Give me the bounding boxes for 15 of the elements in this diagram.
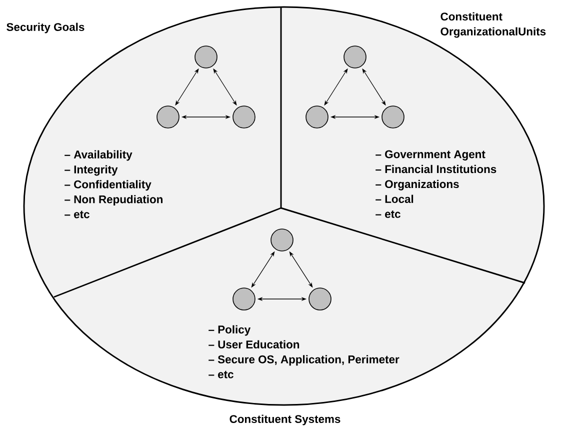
bullet-list: – Government Agent – Financial Institutions – Organizations – Local – etc	[376, 150, 496, 218]
section-heading: Constituent OrganizationalUnits	[440, 12, 546, 38]
circle	[232, 288, 256, 310]
circle	[344, 46, 366, 68]
section-heading: Constituent Systems	[230, 414, 340, 426]
circle	[382, 106, 404, 128]
section-heading: Security Goals	[6, 22, 84, 34]
circle	[306, 106, 328, 128]
circle	[232, 106, 256, 128]
circle	[270, 228, 294, 252]
circle	[156, 106, 180, 128]
circle	[194, 46, 218, 68]
bullet-list: – Availability – Integrity – Confidentiality – Non Repudiation – etc	[64, 150, 162, 218]
bullet-list: – Policy – User Education – Secure OS, Application, Perimeter – etc	[208, 325, 400, 378]
circle	[308, 288, 332, 310]
